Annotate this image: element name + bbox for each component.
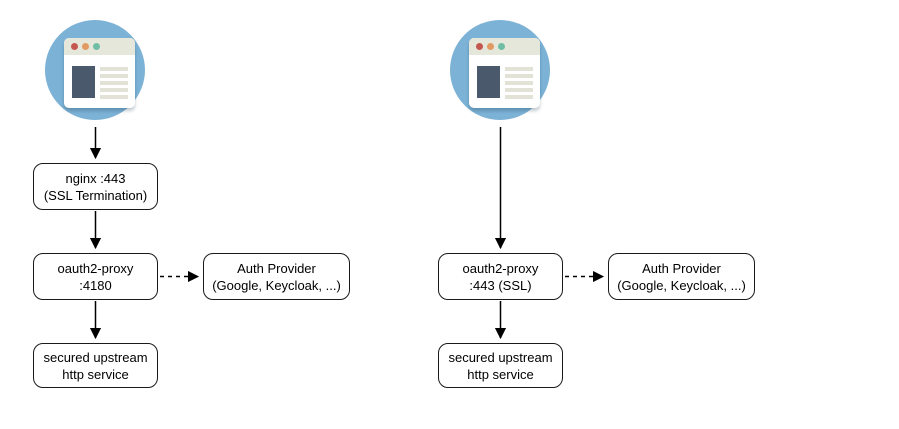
browser-titlebar bbox=[64, 38, 135, 55]
orange-dot-icon bbox=[487, 43, 494, 50]
content-text-lines bbox=[100, 67, 128, 99]
node-oauth2-proxy-line1: oauth2-proxy bbox=[462, 260, 539, 276]
node-secured-upstream-line2: http service bbox=[62, 366, 129, 382]
node-auth-provider: Auth Provider (Google, Keycloak, ...) bbox=[608, 253, 755, 300]
red-dot-icon bbox=[71, 43, 78, 50]
browser-icon bbox=[450, 20, 550, 120]
node-secured-upstream: secured upstream http service bbox=[438, 343, 563, 388]
node-secured-upstream: secured upstream http service bbox=[33, 343, 158, 388]
node-auth-provider-line2: (Google, Keycloak, ...) bbox=[617, 277, 746, 293]
browser-titlebar bbox=[469, 38, 540, 55]
teal-dot-icon bbox=[498, 43, 505, 50]
browser-window bbox=[469, 38, 540, 108]
node-oauth2-proxy-line2: :443 (SSL) bbox=[469, 277, 532, 293]
content-thumbnail bbox=[72, 66, 95, 98]
orange-dot-icon bbox=[82, 43, 89, 50]
content-text-lines bbox=[505, 67, 533, 99]
browser-window bbox=[64, 38, 135, 108]
red-dot-icon bbox=[476, 43, 483, 50]
node-oauth2-proxy-line2: :4180 bbox=[79, 277, 112, 293]
teal-dot-icon bbox=[93, 43, 100, 50]
node-auth-provider-line1: Auth Provider bbox=[237, 260, 316, 276]
diagram-nginx-ssl-termination: nginx :443 (SSL Termination) oauth2-prox… bbox=[0, 0, 360, 429]
node-nginx: nginx :443 (SSL Termination) bbox=[33, 163, 158, 210]
browser-icon bbox=[45, 20, 145, 120]
node-secured-upstream-line2: http service bbox=[467, 366, 534, 382]
node-nginx-line2: (SSL Termination) bbox=[43, 187, 148, 203]
node-auth-provider: Auth Provider (Google, Keycloak, ...) bbox=[203, 253, 350, 300]
node-oauth2-proxy-line1: oauth2-proxy bbox=[57, 260, 134, 276]
node-secured-upstream-line1: secured upstream bbox=[43, 349, 148, 365]
node-secured-upstream-line1: secured upstream bbox=[448, 349, 553, 365]
node-auth-provider-line1: Auth Provider bbox=[642, 260, 721, 276]
browser-content bbox=[469, 55, 540, 99]
content-thumbnail bbox=[477, 66, 500, 98]
browser-content bbox=[64, 55, 135, 99]
diagram-oauth2-proxy-ssl: oauth2-proxy :443 (SSL) Auth Provider (G… bbox=[405, 0, 765, 429]
node-oauth2-proxy: oauth2-proxy :4180 bbox=[33, 253, 158, 300]
node-oauth2-proxy: oauth2-proxy :443 (SSL) bbox=[438, 253, 563, 300]
node-auth-provider-line2: (Google, Keycloak, ...) bbox=[212, 277, 341, 293]
node-nginx-line1: nginx :443 bbox=[65, 170, 126, 186]
